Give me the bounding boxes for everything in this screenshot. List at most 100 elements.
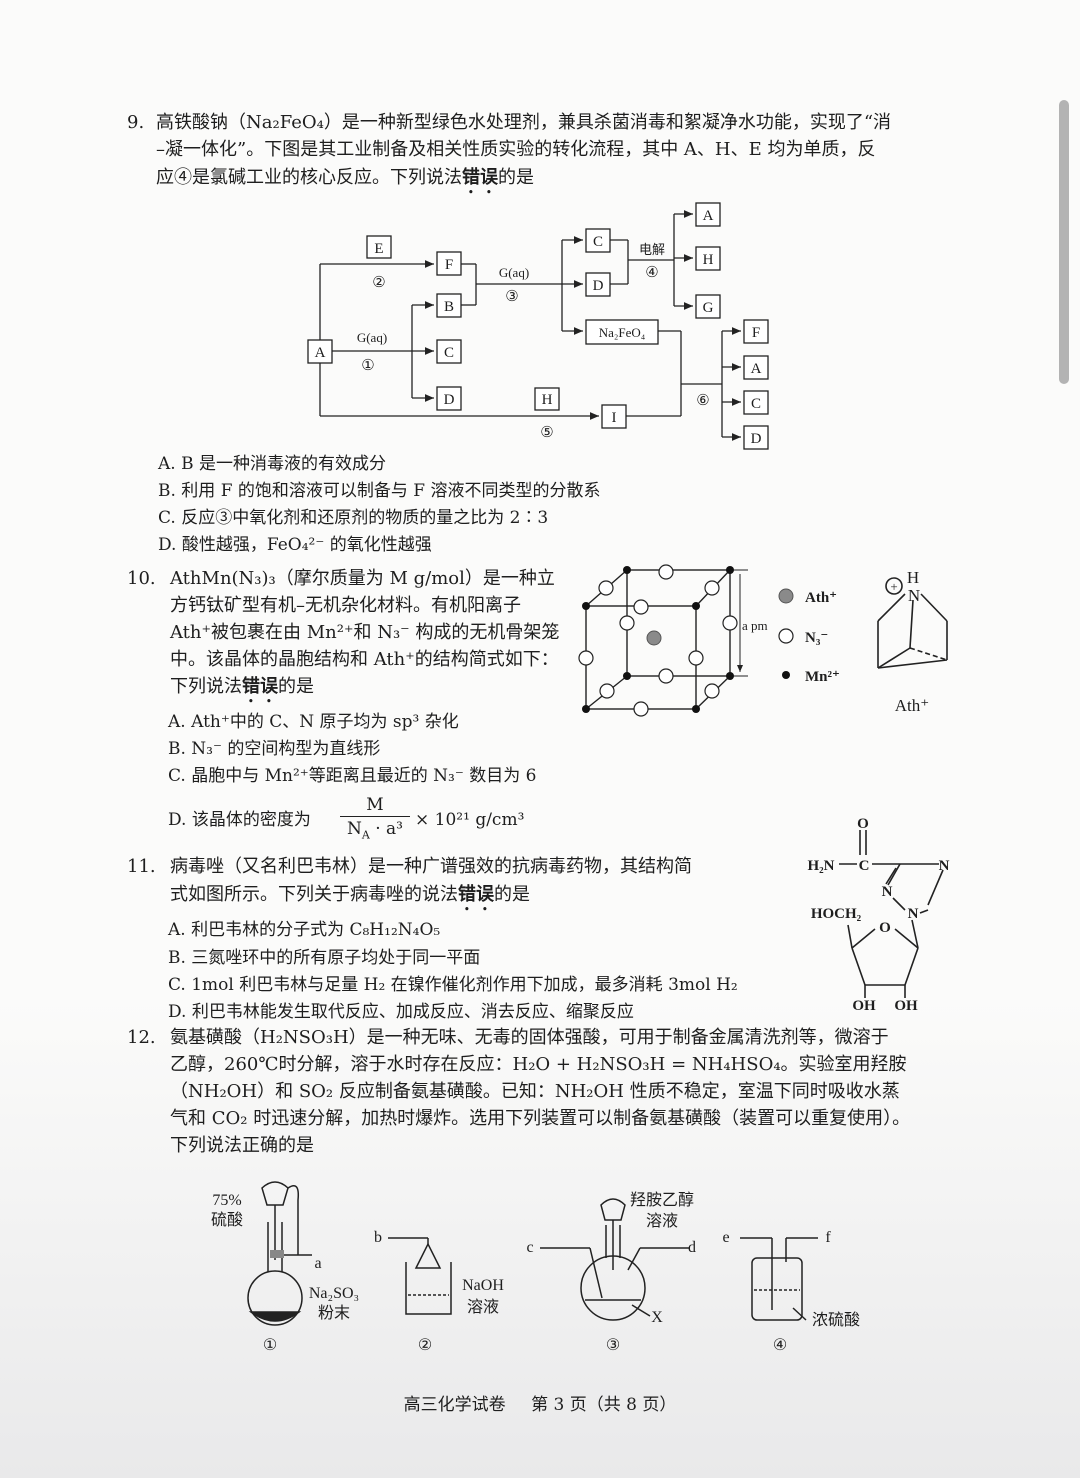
q9-option-c[interactable]: C. 反应③中氧化剂和还原剂的物质的量之比为 2∶3 — [158, 508, 549, 528]
scrollbar-thumb[interactable] — [1059, 100, 1069, 384]
box-A2: A — [703, 208, 714, 224]
q11-stem-line-1: 病毒唑（又名利巴韦林）是一种广谱强效的抗病毒药物，其结构简 — [170, 856, 692, 877]
q9-option-d[interactable]: D. 酸性越强，FeO₄²⁻ 的氧化性越强 — [158, 535, 432, 555]
q10-legend: Ath⁺ N₃⁻ Mn²⁺ — [778, 588, 840, 685]
q11-option-a[interactable]: A. 利巴韦林的分子式为 C₈H₁₂N₄O₅ — [168, 920, 441, 940]
rib-N-left: N — [882, 884, 893, 900]
label-reaction-5: ⑤ — [540, 425, 553, 441]
label-reaction-4: ④ — [645, 265, 658, 281]
q10-ath-structure: H N + Ath⁺ — [877, 568, 948, 715]
rib-N-right: N — [939, 858, 950, 874]
a3-label-x: X — [651, 1309, 663, 1326]
a4-acid-label: 浓硫酸 — [812, 1311, 860, 1329]
label-reaction-2: ② — [372, 275, 385, 291]
box-H: H — [542, 392, 553, 408]
q9-flow-diagram: A E F B C D H I C D Na₂FeO₄ A H G F A C … — [307, 202, 769, 450]
q9-stem-line-2: –凝一体化”。下图是其工业制备及相关性质实验的转化流程，其中 A、H、E 均为单… — [156, 139, 876, 160]
q9-option-a[interactable]: A. B 是一种消毒液的有效成分 — [158, 454, 386, 474]
page-footer: 高三化学试卷 第 3 页（共 8 页） — [0, 1390, 1080, 1415]
q9-stem-line-1: 高铁酸钠（Na₂FeO₄）是一种新型绿色水处理剂，兼具杀菌消毒和絮凝净水功能，实… — [156, 112, 892, 133]
box-G: G — [703, 300, 714, 316]
rib-O-ring: O — [879, 920, 891, 936]
legend-ath: Ath⁺ — [805, 590, 837, 606]
q10-option-d[interactable]: D. 该晶体的密度为 — [168, 810, 311, 830]
ath-struct-label: Ath⁺ — [895, 696, 929, 715]
footer-page-number: 第 3 页（共 8 页） — [531, 1395, 677, 1415]
a4-number: ④ — [773, 1337, 787, 1354]
q12-stem-line-1: 氨基磺酸（H₂NSO₃H）是一种无味、无毒的固体强酸，可用于制备金属清洗剂等，微… — [170, 1027, 889, 1048]
box-B: B — [444, 299, 454, 315]
a3-port-d: d — [688, 1239, 696, 1256]
q11-option-c[interactable]: C. 1mol 利巴韦林与足量 H₂ 在镍作催化剂作用下加成，最多消耗 3mol… — [168, 975, 738, 995]
q11-stem-text: 式如图所示。下列关于病毒唑的说法 — [170, 884, 458, 905]
rib-O-carbonyl: O — [857, 816, 869, 832]
q10-density-fraction: M NA · a³ — [340, 794, 410, 847]
box-C: C — [444, 345, 454, 361]
box-E: E — [374, 241, 383, 257]
rib-H2N: H₂N — [808, 858, 835, 874]
box-A3: A — [751, 361, 762, 377]
q10-stem-tail: 的是 — [278, 676, 314, 697]
q11-option-b[interactable]: B. 三氮唑环中的所有原子均处于同一平面 — [168, 948, 481, 968]
a1-port-a: a — [314, 1255, 321, 1272]
rib-OH-left: OH — [852, 998, 876, 1014]
q12-stem-line-3: （NH₂OH）和 SO₂ 反应制备氨基磺酸。已知：NH₂OH 性质不稳定，室温下… — [170, 1081, 900, 1102]
q10-stem-line-4: 中。该晶体的晶胞结构和 Ath⁺的结构简式如下： — [170, 649, 559, 670]
rib-HOCH2: HOCH₂ — [811, 906, 862, 922]
q10-number: 10. — [127, 568, 156, 589]
q9-stem-line-3: 应④是氯碱工业的核心反应。下列说法错误的是 — [156, 165, 534, 198]
q9-number: 9. — [127, 112, 145, 133]
a1-number: ① — [263, 1337, 277, 1354]
q12-stem-line-4: 气和 CO₂ 时迅速分解，加热时爆炸。选用下列装置可以制备氨基磺酸（装置可以重复… — [170, 1108, 911, 1129]
label-Gaq-1: G(aq) — [357, 330, 387, 345]
q11-ribavirin-structure: O H₂N C N N N HOCH₂ O OH OH — [808, 816, 950, 1014]
fraction-denominator: NA · a³ — [340, 816, 410, 847]
box-D3: D — [751, 431, 762, 447]
q9-stem-text: 应④是氯碱工业的核心反应。下列说法 — [156, 167, 462, 188]
label-reaction-1: ① — [361, 358, 374, 374]
rib-N-bottom: N — [908, 906, 919, 922]
a3-number: ③ — [606, 1337, 620, 1354]
a3-port-c: c — [526, 1239, 533, 1256]
label-Gaq-3: G(aq) — [499, 265, 529, 280]
q11-number: 11. — [127, 856, 156, 877]
q10-stem-line-2: 方钙钛矿型有机–无机杂化材料。有机阳离子 — [170, 595, 521, 616]
q9-option-b[interactable]: B. 利用 F 的饱和溶液可以制备与 F 溶液不同类型的分散系 — [158, 481, 601, 501]
fraction-numerator: M — [366, 795, 384, 815]
den-tail: · a³ — [375, 819, 403, 839]
a4-port-e: e — [722, 1229, 729, 1246]
a3-reagent-2: 溶液 — [646, 1212, 678, 1230]
a2-naoh: NaOH — [462, 1277, 504, 1294]
box-A: A — [315, 345, 326, 361]
footer-title: 高三化学试卷 — [403, 1395, 506, 1415]
q10-option-b[interactable]: B. N₃⁻ 的空间构型为直线形 — [168, 739, 381, 759]
a2-solution: 溶液 — [467, 1298, 499, 1316]
q11-stem-line-2: 式如图所示。下列关于病毒唑的说法错误的是 — [170, 882, 530, 915]
q10-option-c[interactable]: C. 晶胞中与 Mn²⁺等距离且最近的 N₃⁻ 数目为 6 — [168, 766, 537, 786]
box-F: F — [445, 257, 453, 273]
q9-emphasis: 错误 — [462, 167, 498, 188]
q10-stem-line-1: AthMn(N₃)₃（摩尔质量为 M g/mol）是一种立 — [170, 568, 555, 589]
q10-stem-text: 下列说法 — [170, 676, 242, 697]
box-C3: C — [751, 396, 761, 412]
q10-unit-cell: a pm — [578, 564, 768, 717]
box-C2: C — [593, 234, 603, 250]
label-reaction-6: ⑥ — [696, 393, 709, 409]
q9-stem-tail: 的是 — [498, 167, 534, 188]
a2-port-b: b — [374, 1229, 382, 1246]
q11-stem-tail: 的是 — [494, 884, 530, 905]
q10-stem-line-3: Ath⁺被包裹在由 Mn²⁺和 N₃⁻ 构成的无机骨架笼 — [170, 622, 560, 643]
q12-apparatus-diagram: 75% 硫酸 a Na₂SO₃ 粉末 ① b NaOH 溶液 ② 羟胺乙醇 溶液… — [211, 1181, 860, 1354]
box-H2: H — [703, 252, 714, 268]
q10-emphasis: 错误 — [242, 676, 278, 697]
den-N: N — [347, 819, 362, 839]
q10-stem-line-5: 下列说法错误的是 — [170, 674, 314, 707]
ath-plus-sign: + — [890, 579, 897, 594]
a1-solid-label: 粉末 — [318, 1304, 350, 1322]
page-background-shade — [0, 1000, 1080, 1478]
rib-OH-right: OH — [894, 998, 918, 1014]
a2-number: ② — [418, 1337, 432, 1354]
q10-option-a[interactable]: A. Ath⁺中的 C、N 原子均为 sp³ 杂化 — [168, 712, 459, 732]
q11-option-d[interactable]: D. 利巴韦林能发生取代反应、加成反应、消去反应、缩聚反应 — [168, 1002, 634, 1022]
box-I: I — [612, 410, 617, 426]
